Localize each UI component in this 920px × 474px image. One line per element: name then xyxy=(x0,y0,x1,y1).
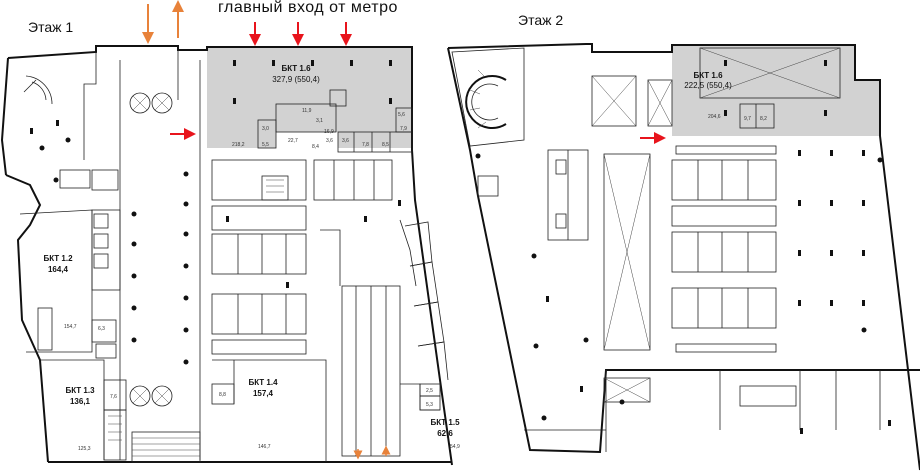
room-area: 204,6 xyxy=(708,114,721,120)
room-area: 5,3 xyxy=(426,402,433,408)
unit-bkt14-area: 157,4 xyxy=(253,389,274,398)
unit-bkt16-f2-area: 222,5 (550,4) xyxy=(684,81,732,90)
room-area: 11,9 xyxy=(302,108,312,114)
unit-bkt16-f1-area: 327,9 (550,4) xyxy=(272,75,320,84)
room-area: 5,6 xyxy=(398,112,405,118)
room-area: 16,9 xyxy=(324,129,334,135)
room-area: 8,8 xyxy=(219,392,226,398)
unit-bkt13-area: 136,1 xyxy=(70,397,91,406)
room-area: 6,3 xyxy=(98,326,105,332)
room-area: 146,7 xyxy=(258,444,271,450)
room-area: 125,3 xyxy=(78,446,91,452)
unit-bkt12-name[interactable]: БКТ 1.2 xyxy=(43,254,73,263)
room-area: 218,2 xyxy=(232,142,245,148)
floor-2-plan xyxy=(447,43,920,471)
floor2-title: Этаж 2 xyxy=(518,12,563,28)
room-area: 22,7 xyxy=(288,138,298,144)
unit-bkt16-f2-name[interactable]: БКТ 1.6 xyxy=(693,71,723,80)
room-area: 154,7 xyxy=(64,324,77,330)
unit-bkt13-name[interactable]: БКТ 1.3 xyxy=(65,386,95,395)
room-area-labels: 218,2 3,0 5,5 11,9 3,1 22,7 16,9 3,6 3,6… xyxy=(64,108,767,452)
entrance-arrows xyxy=(142,0,666,460)
room-area: 7,6 xyxy=(110,394,117,400)
room-area: 8,5 xyxy=(382,142,389,148)
room-area: 3,1 xyxy=(316,118,323,124)
room-area: 8,4 xyxy=(312,144,319,150)
floor1-title: Этаж 1 xyxy=(28,19,73,35)
room-area: 7,9 xyxy=(400,126,407,132)
vent-symbol-top xyxy=(129,92,173,114)
unit-bkt14-name[interactable]: БКТ 1.4 xyxy=(248,378,278,387)
room-area: 2,5 xyxy=(426,388,433,394)
unit-bkt12-area: 164,4 xyxy=(48,265,69,274)
room-area: 3,6 xyxy=(326,138,333,144)
unit-bkt15-name[interactable]: БКТ 1.5 xyxy=(430,418,460,427)
room-area: 7,8 xyxy=(362,142,369,148)
room-area: 8,2 xyxy=(760,116,767,122)
room-area: 3,6 xyxy=(342,138,349,144)
room-area: 54,9 xyxy=(450,444,460,450)
unit-bkt16-f1-name[interactable]: БКТ 1.6 xyxy=(281,64,311,73)
unit-bkt16-floor1-fill[interactable] xyxy=(207,47,412,148)
unit-bkt15-area: 62,6 xyxy=(437,429,453,438)
main-entrance-label: главный вход от метро xyxy=(218,0,398,16)
unit-bkt16-floor2-fill[interactable] xyxy=(672,45,880,136)
room-area: 9,7 xyxy=(744,116,751,122)
vent-symbol-bottom xyxy=(129,385,173,407)
room-area: 5,5 xyxy=(262,142,269,148)
floor-1-plan xyxy=(0,45,453,466)
room-area: 3,0 xyxy=(262,126,269,132)
